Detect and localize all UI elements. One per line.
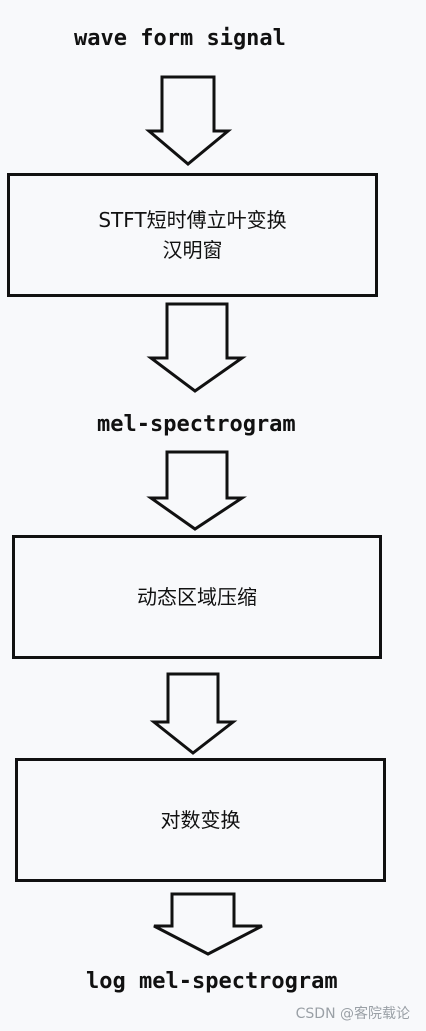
log-transform-box-line-1: 对数变换: [160, 808, 241, 832]
arrow-down-icon: [146, 450, 247, 531]
mel-spectrogram-label: mel-spectrogram: [97, 412, 296, 437]
log-transform-box: 对数变换: [15, 758, 386, 882]
arrow-down-icon: [146, 302, 247, 393]
arrow-down-icon: [153, 892, 263, 956]
stft-box-line-1: STFT短时傅立叶变换: [98, 208, 287, 232]
stft-box-line-2: 汉明窗: [162, 238, 223, 262]
input-label: wave form signal: [74, 26, 286, 51]
arrow-down-icon: [149, 672, 238, 755]
output-label: log mel-spectrogram: [86, 969, 338, 994]
compression-box-line-1: 动态区域压缩: [137, 585, 257, 609]
stft-box: STFT短时傅立叶变换 汉明窗: [7, 173, 378, 297]
arrow-down-icon: [144, 75, 233, 166]
watermark: CSDN @客院载论: [295, 1006, 410, 1022]
compression-box: 动态区域压缩: [12, 535, 382, 659]
